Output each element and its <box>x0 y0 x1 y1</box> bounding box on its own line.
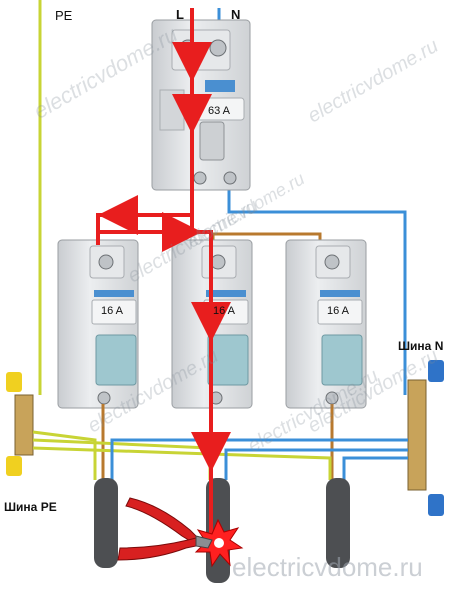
cable-1 <box>94 478 118 568</box>
pe-bus-label: Шина PE <box>4 500 57 514</box>
phase-label: L <box>176 7 184 22</box>
breaker-1 <box>57 239 139 409</box>
breaker-3 <box>285 239 367 409</box>
neutral-label: N <box>231 7 241 22</box>
pe-branch-wire-2 <box>32 438 212 480</box>
cable-3 <box>326 478 350 568</box>
pliers-icon <box>117 497 213 561</box>
rcd-bottom-screw-l <box>193 171 207 185</box>
site-watermark: electricvdome.ru <box>232 552 423 582</box>
n-bus <box>407 360 444 516</box>
breaker-2-rating: 16 A <box>213 305 236 317</box>
rcd-rating: 63 A <box>208 105 231 117</box>
rcd-screw-n <box>209 39 227 57</box>
neutral-rcd-out-wire <box>227 188 407 395</box>
pe-bus <box>6 372 34 476</box>
breaker-3-rating: 16 A <box>327 305 350 317</box>
pe-label: PE <box>55 8 73 23</box>
breaker-1-rating: 16 A <box>101 305 124 317</box>
n-bus-label: Шина N <box>398 339 444 353</box>
pe-branch-wire-1 <box>32 430 97 480</box>
n-branch-wire-3 <box>342 456 408 480</box>
rcd-bottom-screw-n <box>223 171 237 185</box>
n-branch-wire-1 <box>110 438 408 480</box>
pe-branch-wire-3 <box>32 446 332 480</box>
